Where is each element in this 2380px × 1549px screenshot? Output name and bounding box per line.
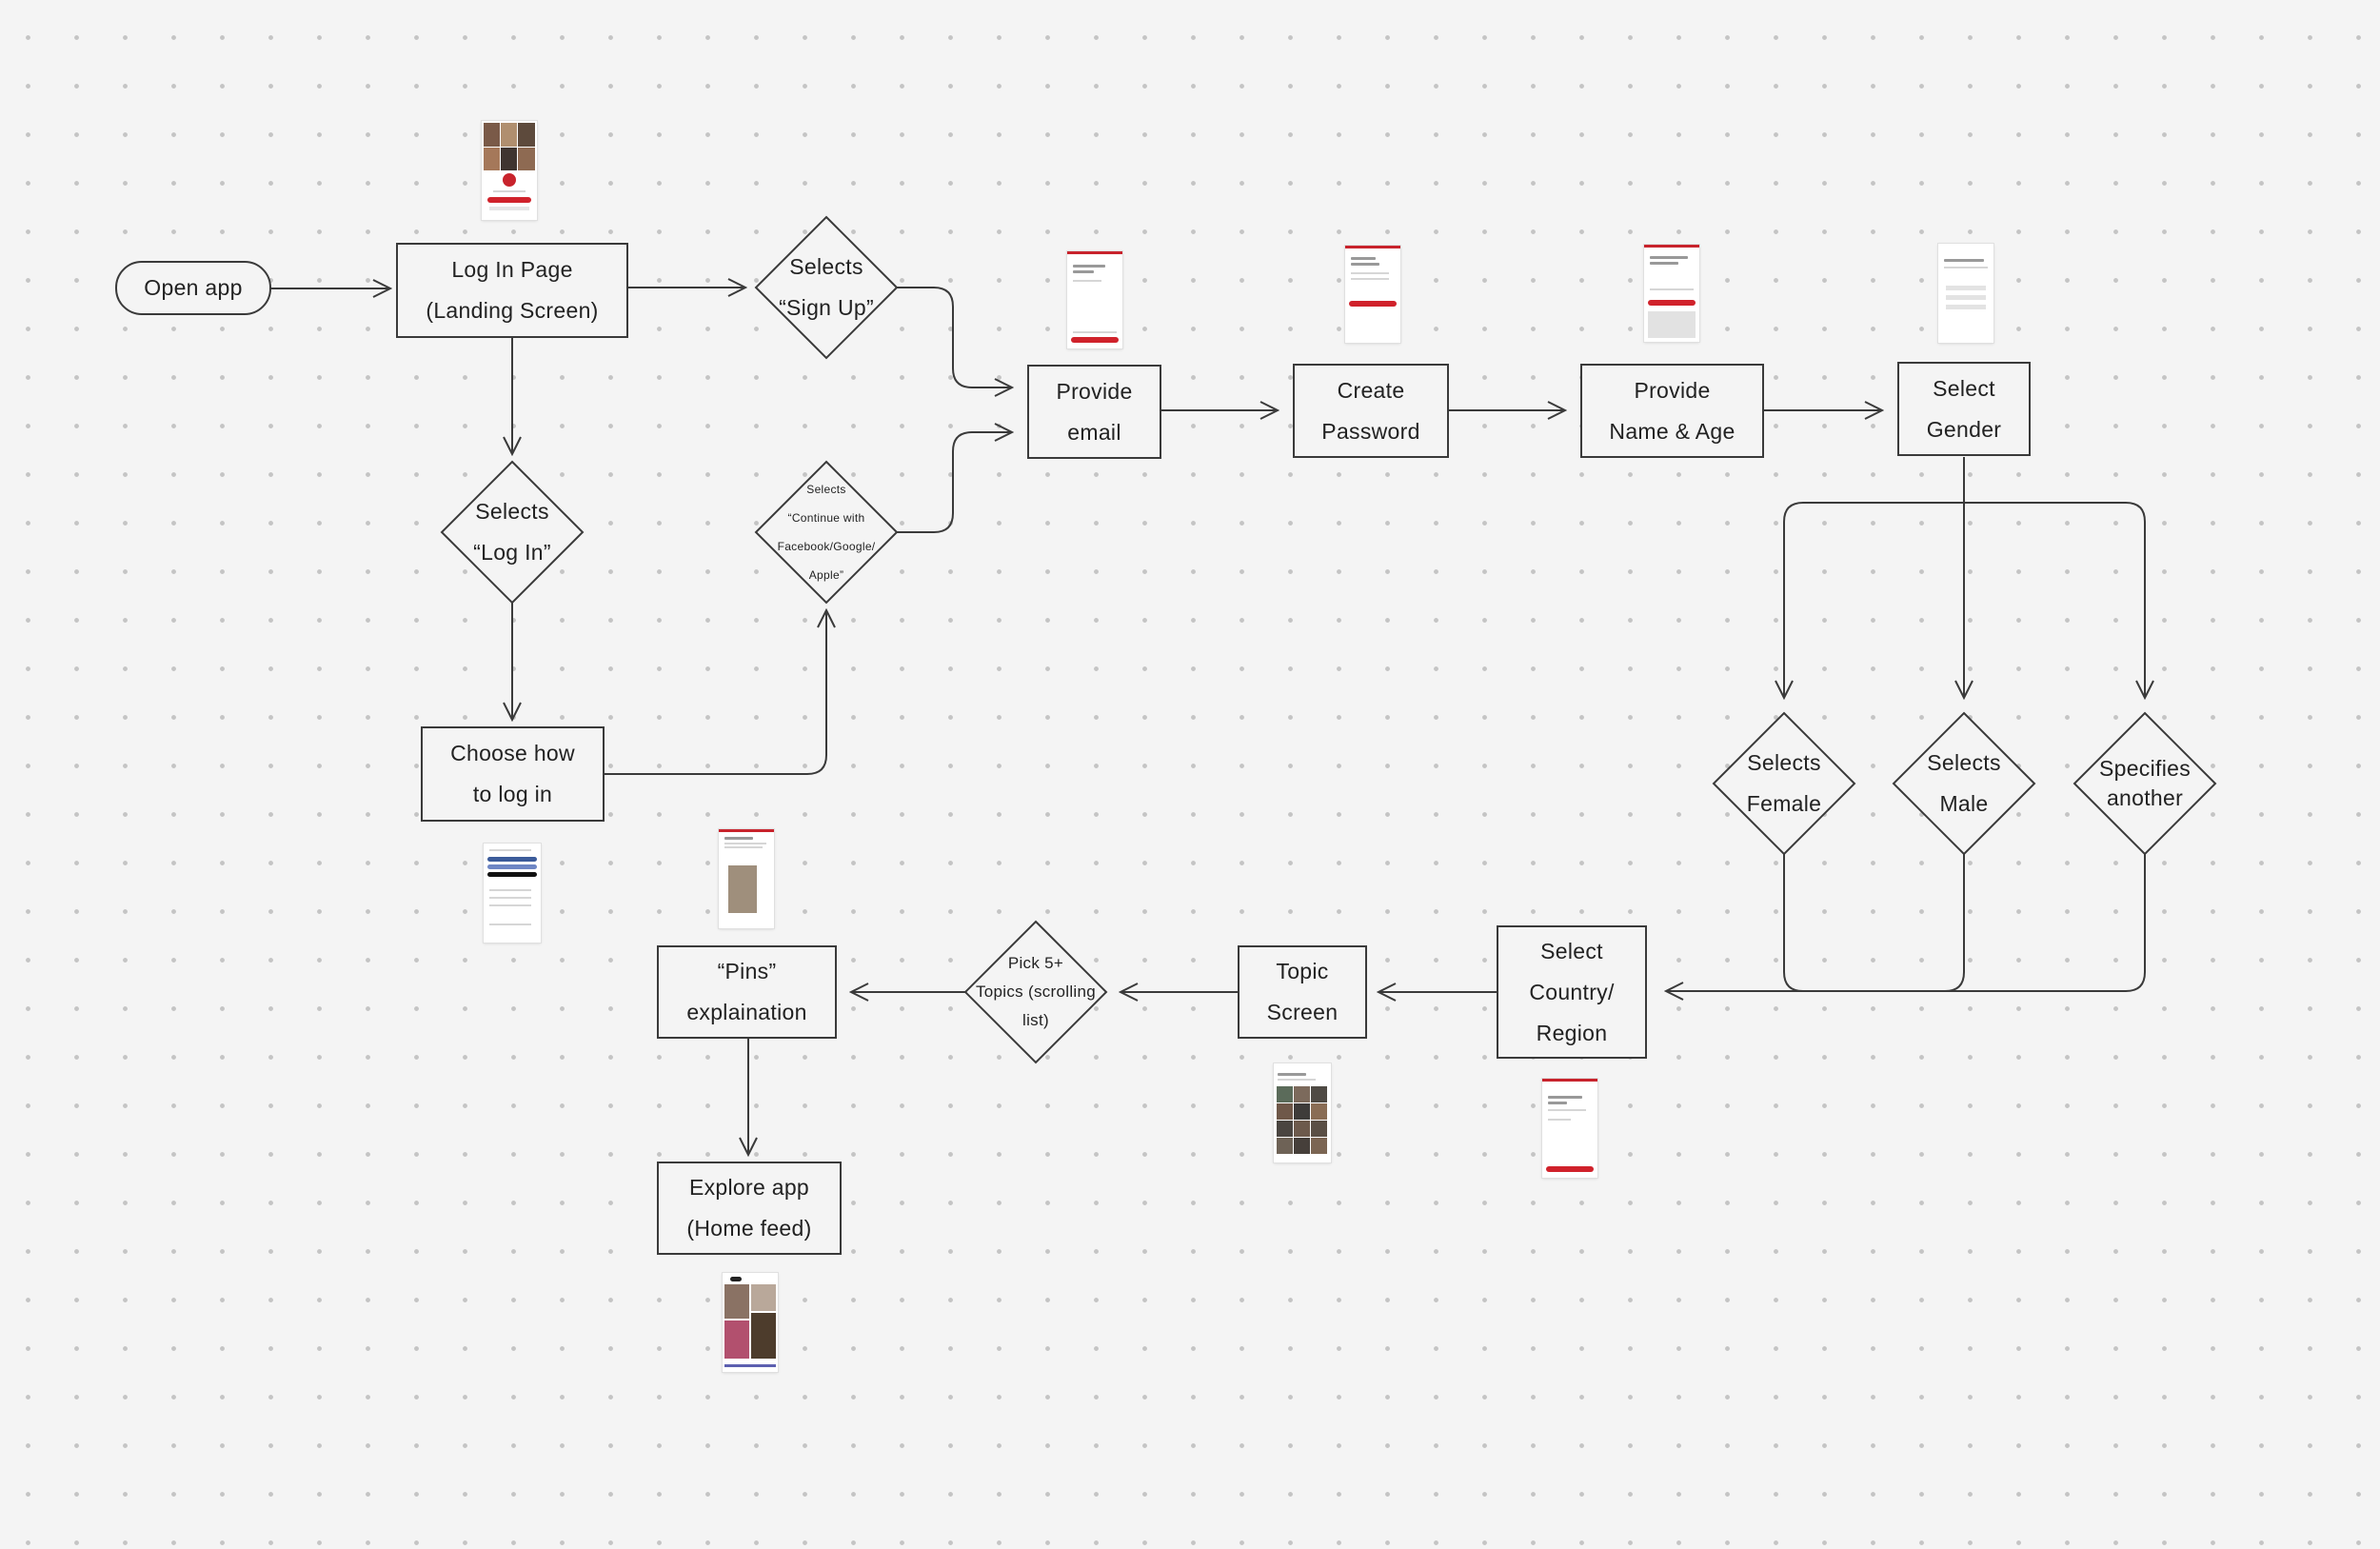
arrow-continue-to-email: [897, 432, 1012, 532]
create-password-node[interactable]: Create Password: [1293, 364, 1449, 458]
pins-screen-thumbnail[interactable]: [719, 829, 774, 928]
selects-female-label[interactable]: Selects Female: [1714, 713, 1854, 854]
choose-login-label-1: Choose how: [450, 733, 575, 774]
login-page-node[interactable]: Log In Page (Landing Screen): [396, 243, 628, 338]
pick-topics-label[interactable]: Pick 5+ Topics (scrolling list): [965, 922, 1106, 1062]
select-country-label-3: Region: [1537, 1013, 1608, 1054]
continue-with-label-1: Selects: [806, 475, 845, 504]
open-app-node[interactable]: Open app: [115, 261, 271, 315]
select-gender-label-1: Select: [1933, 368, 1995, 409]
provide-email-node[interactable]: Provide email: [1027, 365, 1161, 459]
explore-app-label-1: Explore app: [689, 1167, 809, 1208]
select-gender-label-2: Gender: [1927, 409, 2002, 450]
selects-male-label[interactable]: Selects Male: [1894, 713, 2034, 854]
select-gender-node[interactable]: Select Gender: [1897, 362, 2031, 456]
selects-login-label[interactable]: Selects “Log In”: [442, 462, 583, 603]
selects-male-label-2: Male: [1939, 784, 1988, 824]
selects-signup-label-1: Selects: [789, 247, 863, 288]
pick-topics-label-1: Pick 5+: [1008, 949, 1063, 978]
gender-screen-thumbnail[interactable]: [1938, 244, 1993, 343]
specifies-another-label-2: another: [2107, 784, 2183, 813]
arrow-signup-to-email: [897, 288, 1012, 387]
explore-app-label-2: (Home feed): [686, 1208, 811, 1249]
provide-name-age-label-2: Name & Age: [1609, 411, 1735, 452]
arrow-choose-to-continue: [605, 610, 826, 774]
name-age-screen-thumbnail[interactable]: [1644, 245, 1699, 342]
choose-login-label-2: to log in: [473, 774, 552, 815]
selects-female-label-2: Female: [1747, 784, 1822, 824]
selects-male-label-1: Selects: [1927, 743, 2001, 784]
topic-screen-label-1: Topic: [1276, 951, 1328, 992]
home-feed-screen-thumbnail[interactable]: [723, 1273, 778, 1372]
select-country-label-2: Country/: [1529, 972, 1614, 1013]
landing-screen-thumbnail[interactable]: [482, 121, 537, 220]
line-female-to-merge: [1784, 854, 1803, 991]
country-screen-thumbnail[interactable]: [1542, 1079, 1597, 1178]
arrow-to-country: [1666, 854, 2145, 991]
selects-signup-label-2: “Sign Up”: [779, 288, 874, 328]
provide-name-age-node[interactable]: Provide Name & Age: [1580, 364, 1764, 458]
arrow-gender-to-female: [1784, 503, 1964, 698]
continue-with-label-4: Apple”: [809, 561, 844, 589]
selects-login-label-2: “Log In”: [473, 532, 551, 573]
select-country-node[interactable]: Select Country/ Region: [1497, 925, 1647, 1059]
login-page-label-2: (Landing Screen): [426, 290, 598, 331]
create-password-label-2: Password: [1321, 411, 1419, 452]
topic-screen-node[interactable]: Topic Screen: [1238, 945, 1367, 1039]
specifies-another-label[interactable]: Specifies another: [2074, 713, 2215, 854]
provide-email-label-1: Provide: [1056, 371, 1132, 412]
provide-name-age-label-1: Provide: [1634, 370, 1710, 411]
login-page-label-1: Log In Page: [451, 249, 572, 290]
create-password-label-1: Create: [1338, 370, 1405, 411]
explore-app-node[interactable]: Explore app (Home feed): [657, 1162, 842, 1255]
choose-login-node[interactable]: Choose how to log in: [421, 726, 605, 822]
selects-signup-label[interactable]: Selects “Sign Up”: [756, 217, 897, 358]
select-country-label-1: Select: [1540, 931, 1603, 972]
arrow-gender-to-another: [1964, 503, 2145, 698]
pick-topics-label-3: list): [1022, 1006, 1049, 1035]
pins-explanation-label-1: “Pins”: [718, 951, 777, 992]
specifies-another-label-1: Specifies: [2099, 754, 2191, 784]
pick-topics-label-2: Topics (scrolling: [976, 978, 1096, 1006]
login-options-screen-thumbnail[interactable]: [484, 844, 541, 943]
email-screen-thumbnail[interactable]: [1067, 251, 1122, 348]
selects-login-label-1: Selects: [475, 491, 549, 532]
pins-explanation-label-2: explaination: [686, 992, 806, 1033]
line-male-to-merge: [1945, 854, 1964, 991]
continue-with-label-2: “Continue with: [788, 504, 865, 532]
open-app-label: Open app: [144, 268, 242, 308]
topic-screen-label-2: Screen: [1267, 992, 1339, 1033]
password-screen-thumbnail[interactable]: [1345, 246, 1400, 343]
pins-explanation-node[interactable]: “Pins” explaination: [657, 945, 837, 1039]
provide-email-label-2: email: [1067, 412, 1121, 453]
continue-with-label-3: Facebook/Google/: [778, 532, 876, 561]
continue-with-label[interactable]: Selects “Continue with Facebook/Google/ …: [756, 462, 897, 603]
selects-female-label-1: Selects: [1747, 743, 1821, 784]
topics-screen-thumbnail[interactable]: [1274, 1063, 1331, 1162]
